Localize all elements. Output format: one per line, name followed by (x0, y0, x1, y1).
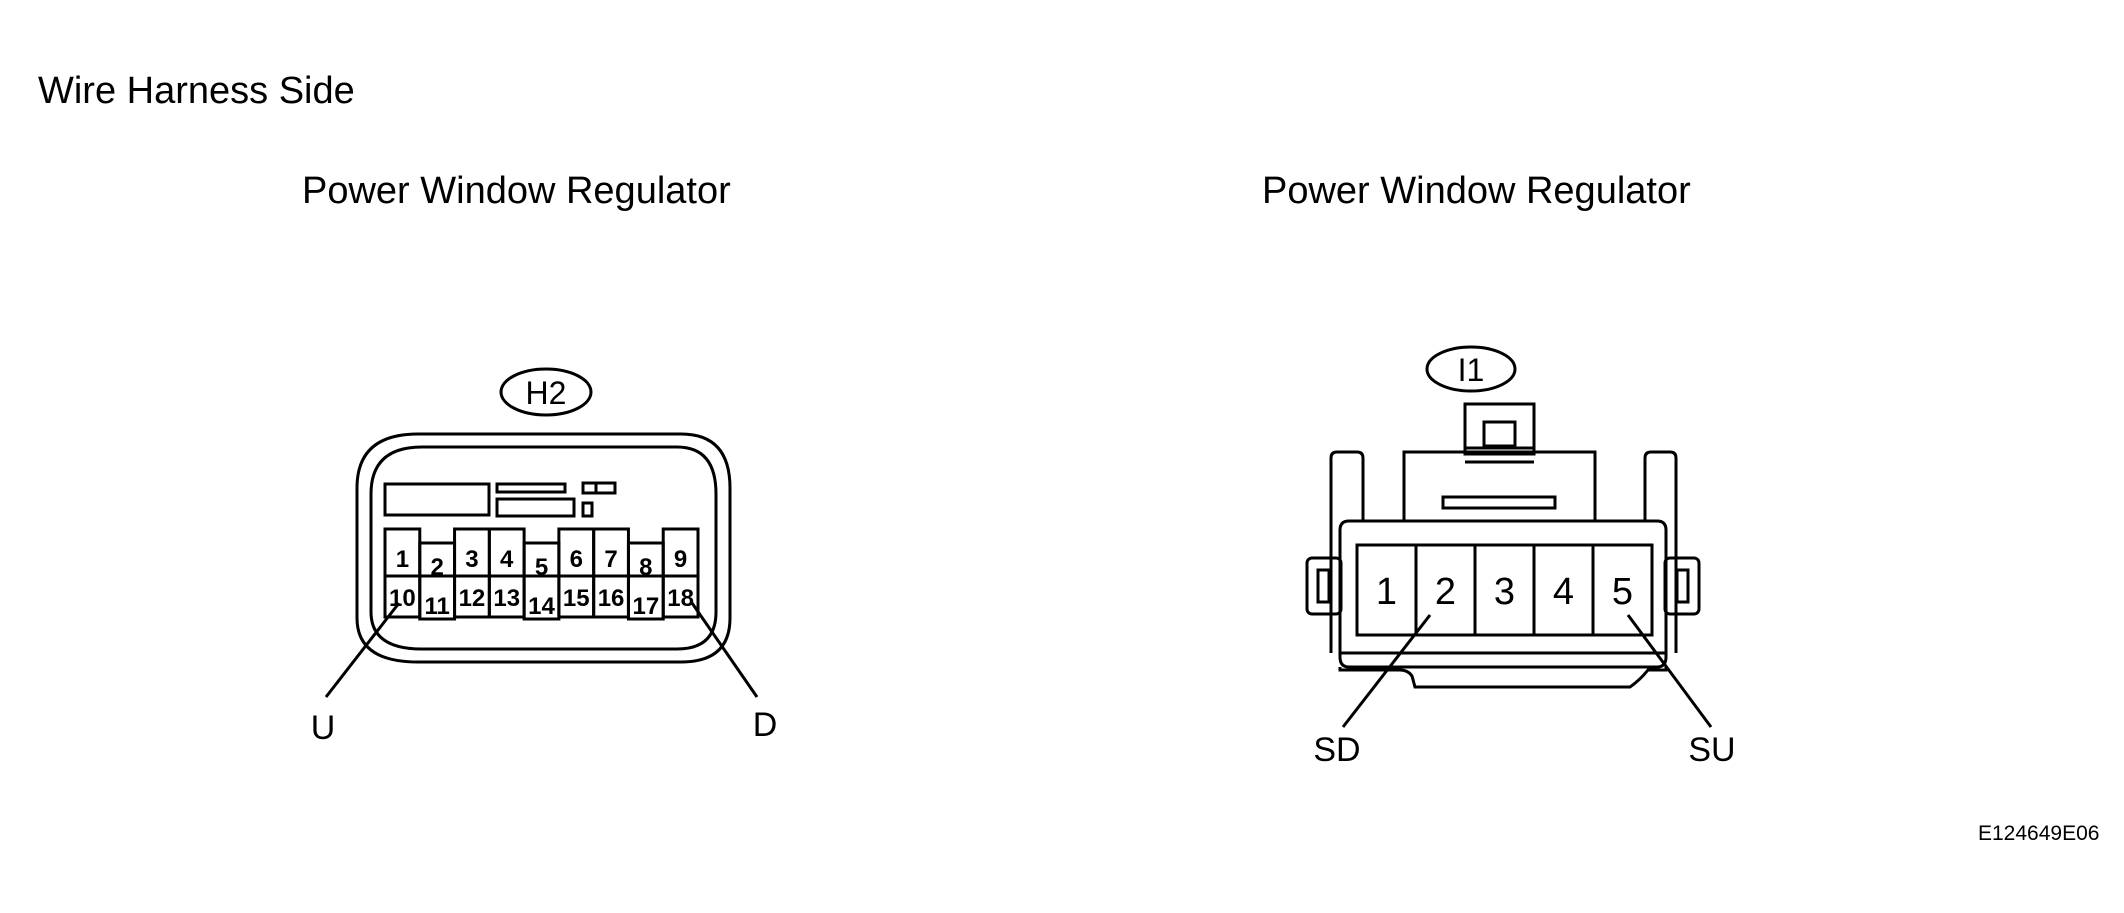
connector-top-i1 (1402, 450, 1597, 521)
terminal-number: 8 (639, 554, 652, 581)
callout-label-su: SU (1688, 731, 1735, 769)
terminal-number: 13 (493, 585, 520, 612)
connector-bottom-i1 (1338, 667, 1668, 689)
terminal-number: 10 (389, 585, 416, 612)
terminal-number: 15 (563, 585, 590, 612)
terminal-number: 17 (632, 593, 659, 620)
lock-tab-i1 (1482, 420, 1517, 448)
callout-line-u (324, 602, 401, 698)
key-slot-h2 (581, 481, 617, 495)
lock-tab-i1 (1463, 402, 1536, 456)
connector-housing-inner-h2 (369, 445, 718, 651)
callout-line-su (1626, 614, 1713, 728)
side-clip-right-i1 (1663, 556, 1701, 616)
terminal-number: 3 (465, 546, 478, 573)
terminal-cell (661, 574, 700, 619)
pin-number: 3 (1494, 571, 1515, 613)
side-latch-left-i1 (1329, 450, 1365, 653)
terminal-number: 5 (535, 554, 548, 581)
pin-number: 4 (1553, 571, 1574, 613)
connector-id-badge-h2 (499, 367, 593, 417)
callout-line-d (690, 602, 759, 698)
side-clip-left-i1 (1316, 568, 1331, 604)
terminal-number: 9 (674, 546, 687, 573)
terminal-number: 18 (667, 585, 694, 612)
connector-title-i1: Power Window Regulator (1262, 170, 1691, 212)
side-clip-left-i1 (1305, 556, 1343, 616)
callout-label-d: D (753, 706, 778, 744)
callout-line-sd (1341, 614, 1432, 728)
terminal-number: 14 (528, 593, 555, 620)
terminal-number: 6 (570, 546, 583, 573)
terminal-number: 11 (424, 593, 449, 620)
connector-title-h2: Power Window Regulator (302, 170, 731, 212)
callout-label-sd: SD (1313, 731, 1360, 769)
image-code: E124649E06 (1978, 822, 2100, 845)
terminal-number: 2 (430, 554, 443, 581)
connector-id-text-i1: I1 (1458, 352, 1485, 388)
connector-housing-outer-h2 (355, 432, 732, 664)
key-slot-h2 (495, 482, 567, 494)
header-text: Wire Harness Side (38, 70, 355, 112)
callout-label-u: U (311, 709, 336, 747)
key-slot-h2 (495, 497, 576, 518)
side-latch-right-i1 (1643, 450, 1678, 653)
pin-cell (1591, 543, 1654, 637)
key-slot-h2 (581, 501, 594, 518)
terminal-number: 7 (604, 546, 617, 573)
lock-slot-i1 (1441, 495, 1557, 510)
pin-number: 1 (1376, 571, 1397, 613)
terminal-number: 16 (598, 585, 625, 612)
latch-slot-h2 (383, 482, 491, 517)
side-clip-right-i1 (1675, 568, 1690, 604)
terminal-number: 1 (396, 546, 409, 573)
terminal-number: 4 (500, 546, 514, 573)
connector-housing-i1 (1338, 519, 1668, 669)
connector-id-text-h2: H2 (526, 375, 567, 411)
terminal-number: 12 (459, 585, 486, 612)
pin-number: 2 (1435, 571, 1456, 613)
connector-id-badge-i1 (1425, 345, 1517, 393)
pin-number: 5 (1612, 571, 1633, 613)
